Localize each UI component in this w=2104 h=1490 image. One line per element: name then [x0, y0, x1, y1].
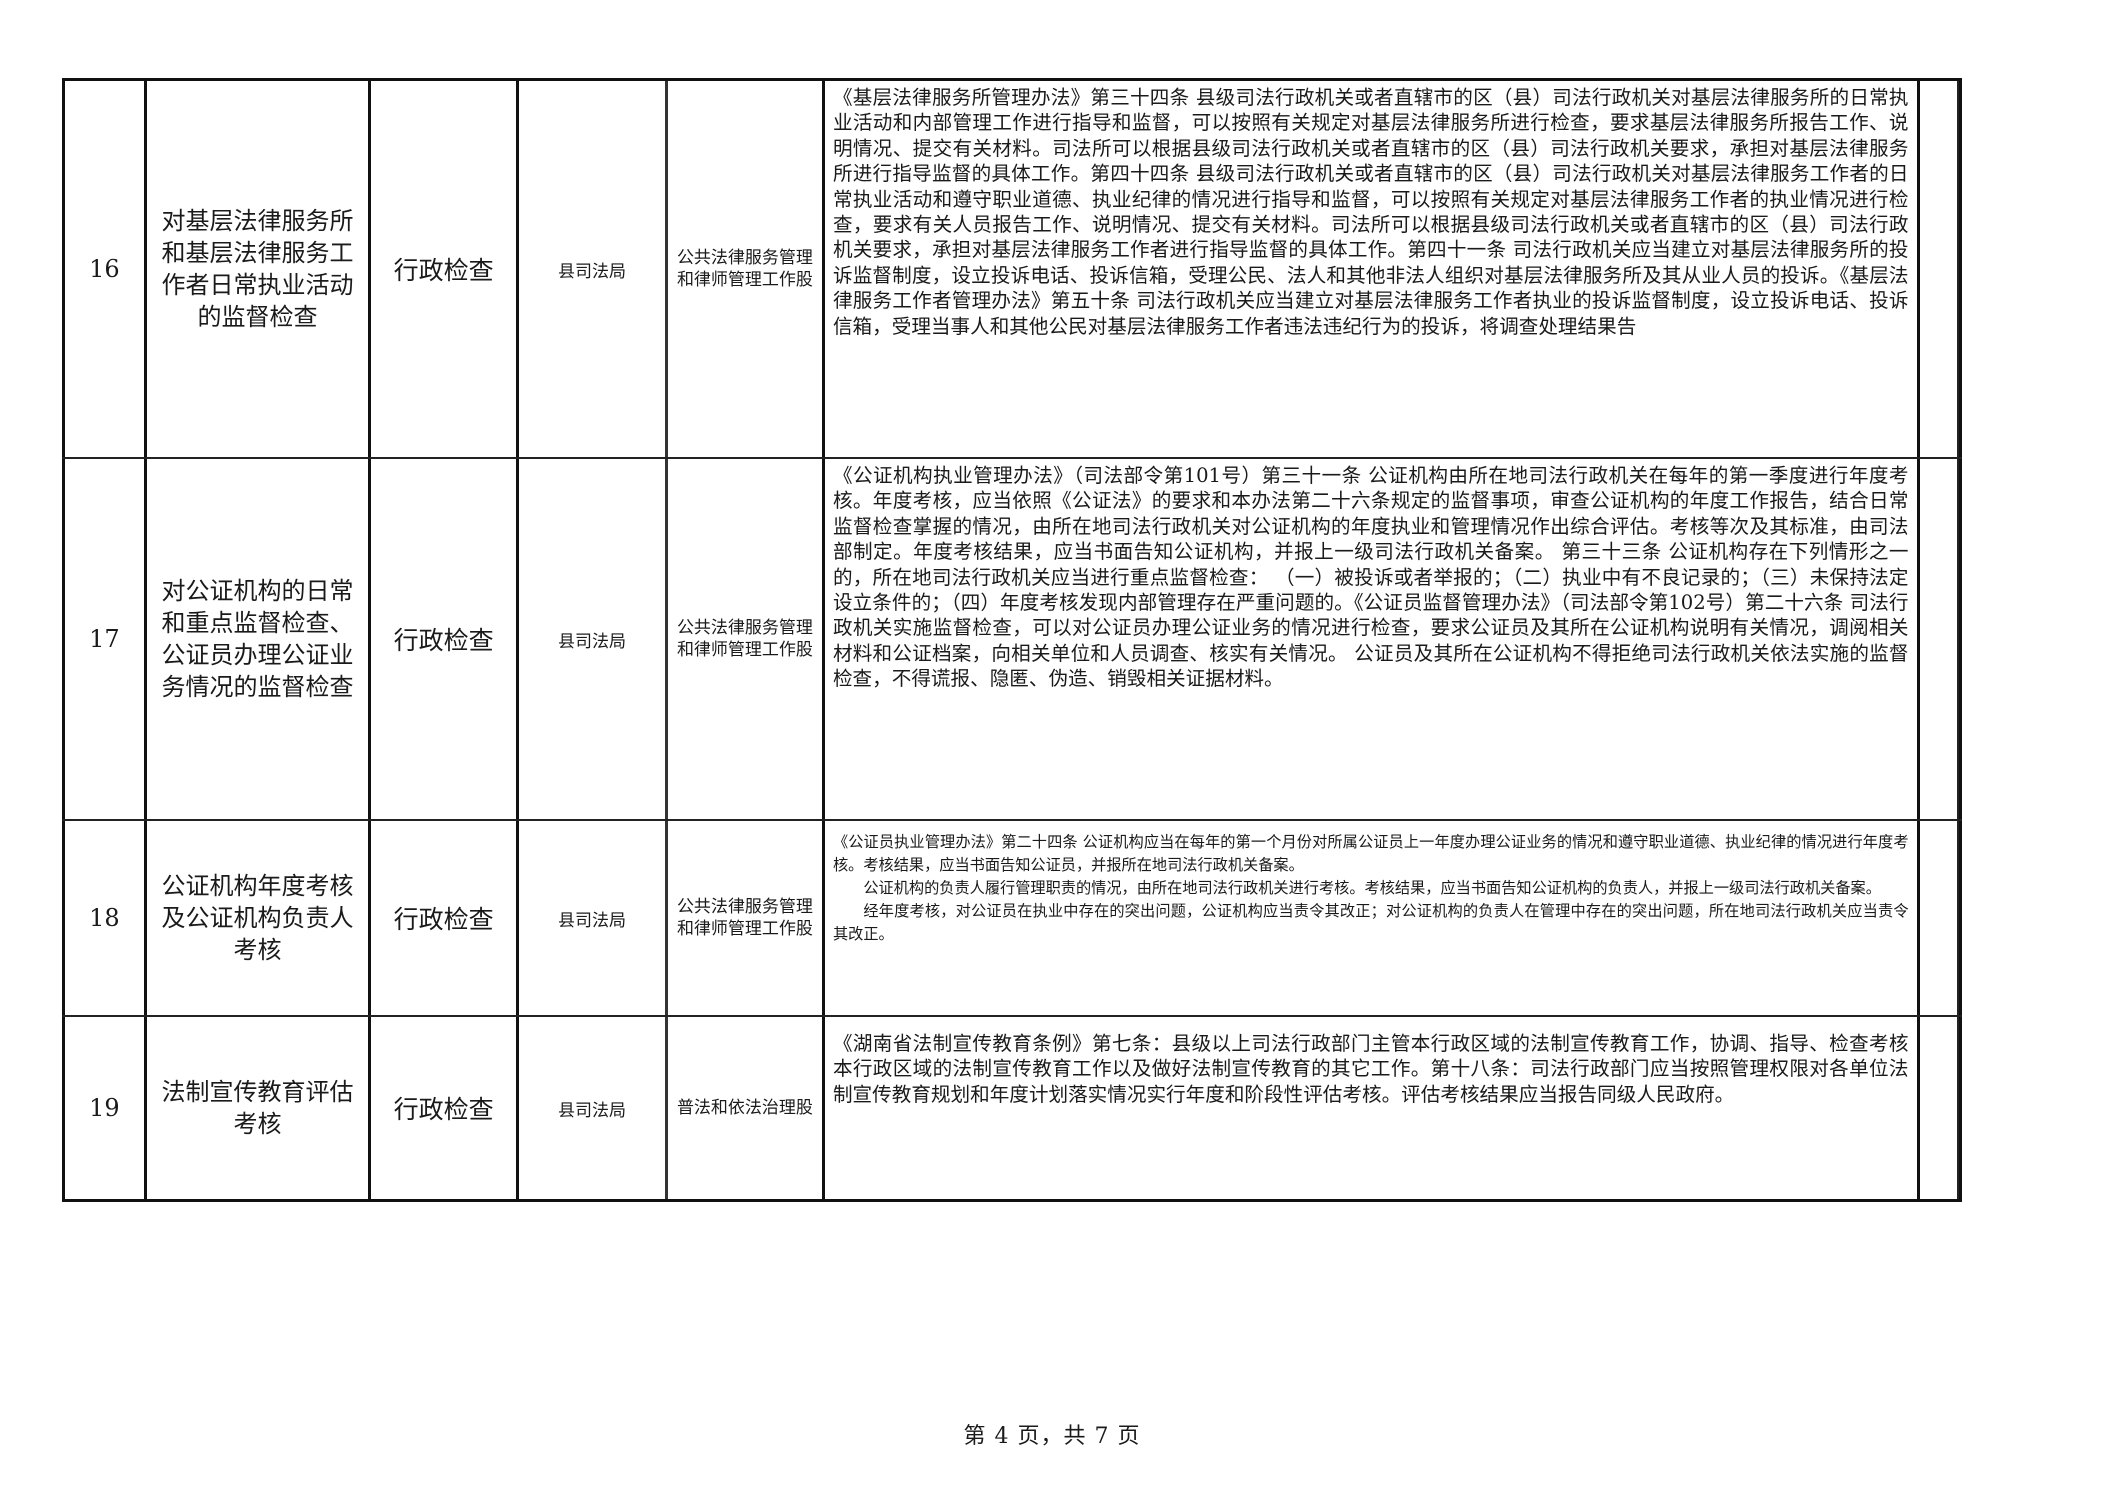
responsible-department: 公共法律服务管理和律师管理工作股	[666, 459, 825, 819]
row-number: 16	[62, 81, 147, 457]
remark-cell	[1957, 1017, 1962, 1199]
implementing-authority: 县司法局	[519, 459, 667, 819]
table-row: 16 对基层法律服务所和基层法律服务工作者日常执业活动的监督检查 行政检查 县司…	[62, 81, 1962, 459]
spacer-cell	[1920, 821, 1957, 1015]
spacer-cell	[1920, 81, 1957, 457]
row-number: 18	[62, 821, 147, 1015]
item-name: 法制宣传教育评估考核	[147, 1017, 372, 1199]
remark-cell	[1957, 821, 1962, 1015]
table-row: 18 公证机构年度考核及公证机构负责人考核 行政检查 县司法局 公共法律服务管理…	[62, 821, 1962, 1017]
implementing-authority: 县司法局	[519, 1017, 667, 1199]
spacer-cell	[1920, 1017, 1957, 1199]
remark-cell	[1957, 459, 1962, 819]
legal-basis: 《湖南省法制宣传教育条例》第七条：县级以上司法行政部门主管本行政区域的法制宣传教…	[825, 1017, 1920, 1199]
responsible-department: 普法和依法治理股	[666, 1017, 825, 1199]
implementing-authority: 县司法局	[519, 821, 667, 1015]
admin-inspection-table: 16 对基层法律服务所和基层法律服务工作者日常执业活动的监督检查 行政检查 县司…	[62, 78, 1962, 1202]
legal-basis: 《公证员执业管理办法》第二十四条 公证机构应当在每年的第一个月份对所属公证员上一…	[825, 821, 1920, 1015]
item-name: 对基层法律服务所和基层法律服务工作者日常执业活动的监督检查	[147, 81, 372, 457]
item-name: 公证机构年度考核及公证机构负责人考核	[147, 821, 372, 1015]
remark-cell	[1957, 81, 1962, 457]
row-number: 17	[62, 459, 147, 819]
responsible-department: 公共法律服务管理和律师管理工作股	[666, 81, 825, 457]
item-type: 行政检查	[371, 81, 520, 457]
legal-basis-paragraph: 《公证员执业管理办法》第二十四条 公证机构应当在每年的第一个月份对所属公证员上一…	[832, 833, 1909, 874]
item-type: 行政检查	[371, 1017, 520, 1199]
legal-basis-paragraph: 经年度考核，对公证员在执业中存在的突出问题，公证机构应当责令其改正；对公证机构的…	[832, 902, 1909, 943]
table-row: 17 对公证机构的日常和重点监督检查、公证员办理公证业务情况的监督检查 行政检查…	[62, 459, 1962, 821]
legal-basis: 《基层法律服务所管理办法》第三十四条 县级司法行政机关或者直辖市的区（县）司法行…	[825, 81, 1920, 457]
responsible-department: 公共法律服务管理和律师管理工作股	[666, 821, 825, 1015]
page-footer: 第 4 页，共 7 页	[963, 1424, 1141, 1449]
spacer-cell	[1920, 459, 1957, 819]
item-type: 行政检查	[371, 821, 520, 1015]
legal-basis-paragraph: 公证机构的负责人履行管理职责的情况，由所在地司法行政机关进行考核。考核结果，应当…	[863, 879, 1881, 897]
item-name: 对公证机构的日常和重点监督检查、公证员办理公证业务情况的监督检查	[147, 459, 372, 819]
row-number: 19	[62, 1017, 147, 1199]
implementing-authority: 县司法局	[519, 81, 667, 457]
legal-basis: 《公证机构执业管理办法》（司法部令第101号）第三十一条 公证机构由所在地司法行…	[825, 459, 1920, 819]
table-row: 19 法制宣传教育评估考核 行政检查 县司法局 普法和依法治理股 《湖南省法制宣…	[62, 1017, 1962, 1199]
item-type: 行政检查	[371, 459, 520, 819]
